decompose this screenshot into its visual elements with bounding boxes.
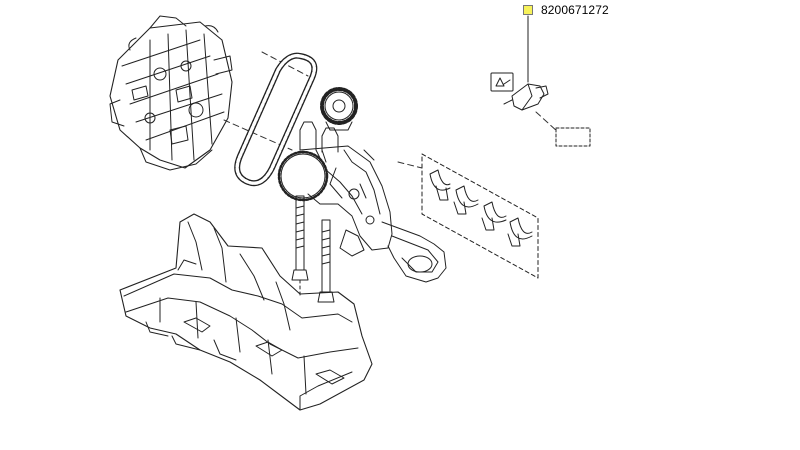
- pressure-sensor-illustration: [491, 16, 590, 146]
- part-number-label[interactable]: 8200671272: [541, 3, 609, 17]
- bearing-shells-illustration: [422, 154, 538, 278]
- oil-sump-illustration: [120, 214, 372, 410]
- engine-block-illustration: [110, 16, 232, 170]
- oil-pump-illustration: [279, 122, 446, 282]
- bolt-illustration: [292, 196, 334, 302]
- sprocket-illustration: [322, 89, 356, 130]
- part-marker-swatch[interactable]: [523, 5, 533, 15]
- assembly-guide-lines: [224, 52, 558, 168]
- timing-chain-illustration: [237, 56, 314, 184]
